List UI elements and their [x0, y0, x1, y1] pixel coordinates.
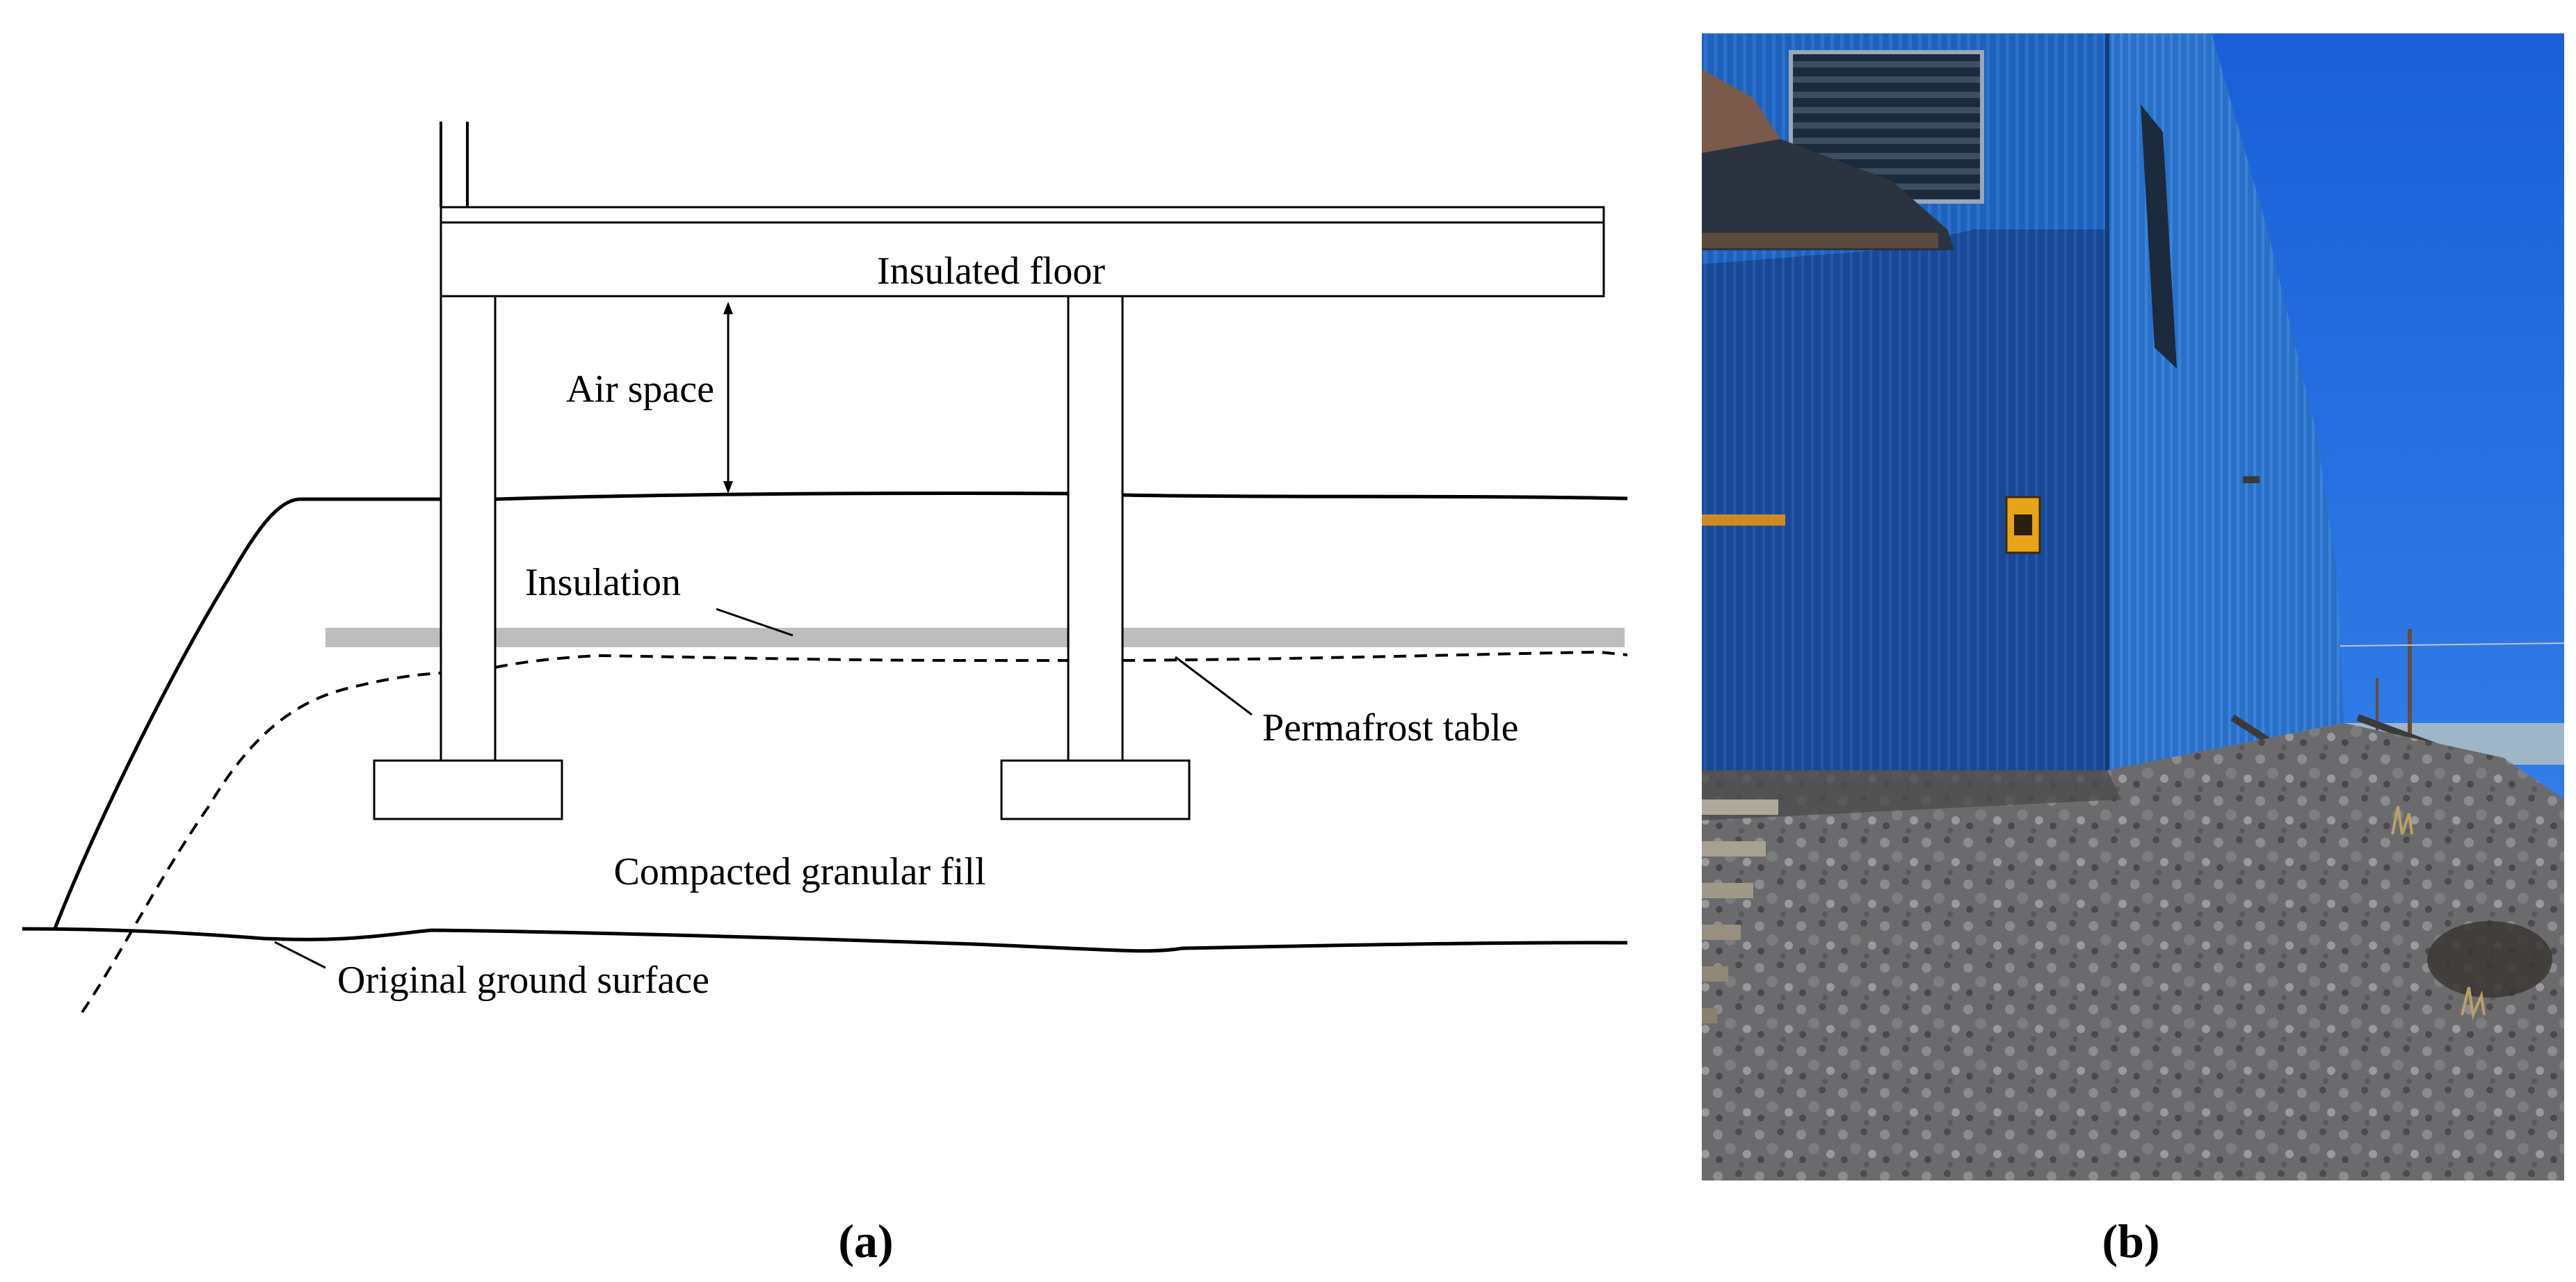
insulation-label: Insulation	[525, 561, 681, 604]
compacted-fill-label: Compacted granular fill	[614, 850, 986, 893]
canopy-hood-light	[1702, 70, 1780, 153]
permafrost-leader	[1175, 656, 1253, 716]
floor-top-plate	[440, 206, 1605, 224]
fill-surface-line	[52, 491, 1628, 931]
concrete-steps	[1702, 800, 1778, 1023]
warning-sign-symbol	[2014, 514, 2032, 535]
canopy-arm	[1702, 233, 1938, 248]
orange-rail	[1702, 514, 1785, 526]
gravel-shadow-band	[1702, 770, 2121, 820]
air-space-arrow-head-up	[723, 302, 733, 314]
louver-vent-side	[2141, 104, 2177, 368]
air-space-label: Air space	[566, 368, 714, 411]
footing-left	[373, 759, 563, 820]
column-right	[1067, 295, 1124, 762]
building-photo	[1702, 33, 2564, 1180]
canopy-hood	[1702, 83, 1954, 250]
insulated-floor-label: Insulated floor	[877, 250, 1105, 293]
column-left	[440, 295, 497, 762]
insulated-floor-slab	[440, 221, 1605, 298]
side-wall-bracket	[2243, 476, 2260, 483]
original-ground-label: Original ground surface	[337, 959, 709, 1002]
gravel-pad	[1702, 723, 2564, 1180]
original-ground-leader	[274, 941, 326, 969]
footing-right	[1000, 759, 1191, 820]
insulation-leader	[716, 608, 794, 637]
foundation-diagram: Insulated floor Air space Insulation Per…	[22, 122, 1628, 1267]
original-ground-line	[22, 927, 1628, 953]
permafrost-table-label: Permafrost table	[1262, 706, 1519, 749]
air-space-arrow-head-down	[723, 481, 733, 494]
caption-a: (a)	[838, 1215, 893, 1267]
dry-grass	[2391, 806, 2486, 1021]
dark-soil-patch	[2427, 921, 2552, 998]
power-line	[2294, 642, 2564, 647]
insulation-layer	[325, 628, 1625, 647]
caption-b: (b)	[2102, 1215, 2159, 1267]
